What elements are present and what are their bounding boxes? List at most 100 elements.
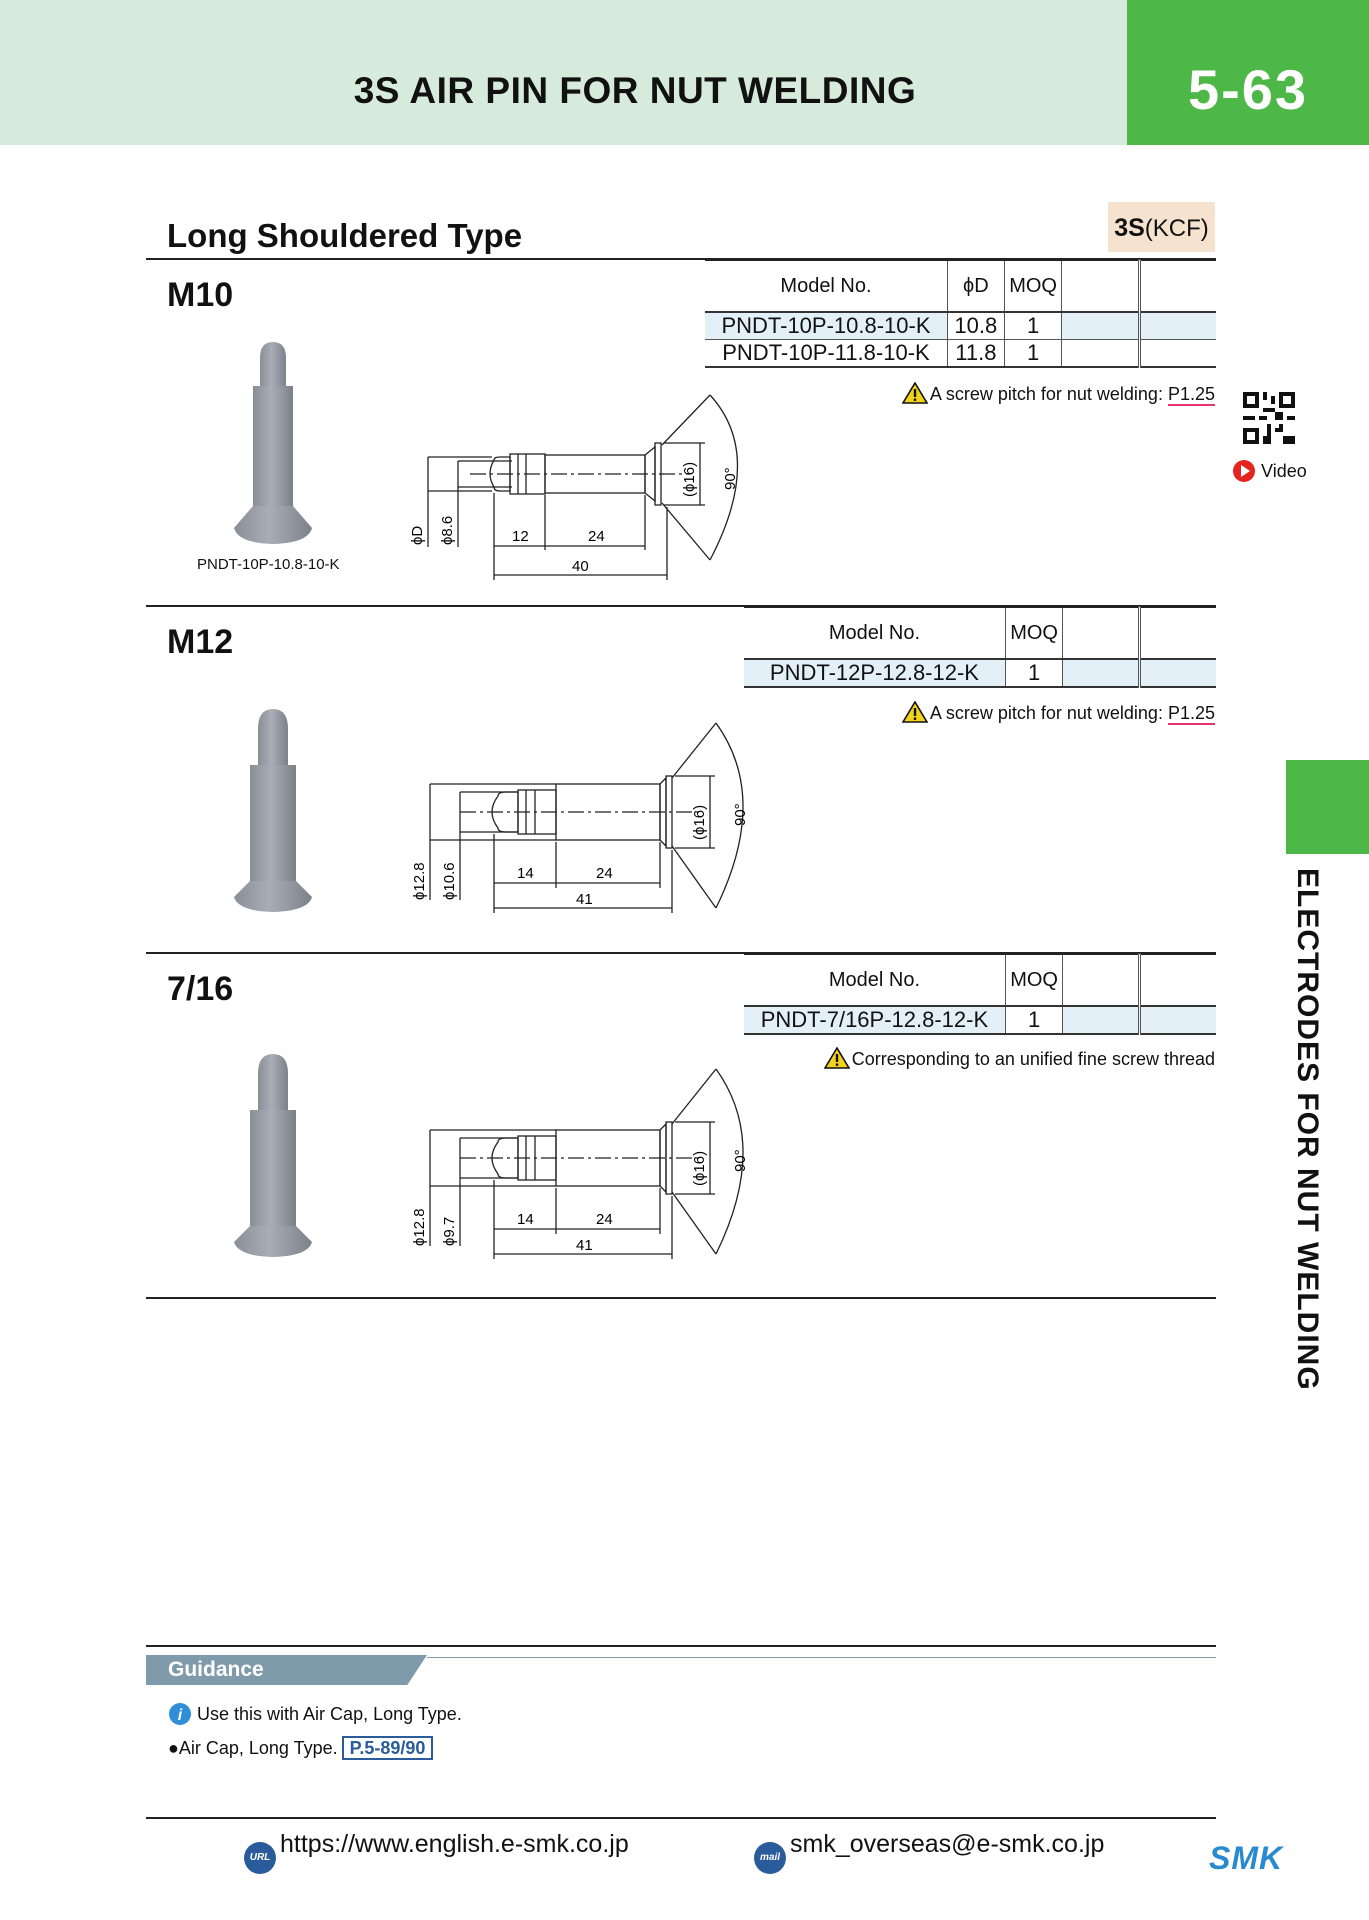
page-number: 5-63 bbox=[1127, 0, 1369, 145]
col-blank-1 bbox=[1062, 953, 1142, 1006]
smk-logo: SMK bbox=[1209, 1840, 1284, 1876]
page-reference-link[interactable]: P.5-89/90 bbox=[341, 1736, 434, 1760]
email-text: smk_overseas@e-smk.co.jp bbox=[790, 1830, 1105, 1858]
dim-len2: 24 bbox=[596, 1211, 613, 1228]
dim-flange: (ϕ16) bbox=[691, 1151, 708, 1186]
col-model: Model No. bbox=[705, 259, 948, 312]
note-text: Corresponding to an unified fine screw t… bbox=[851, 1049, 1215, 1069]
url-text: https://www.english.e-smk.co.jp bbox=[280, 1830, 629, 1858]
cell-blank bbox=[1061, 311, 1141, 340]
dim-angle: 90° bbox=[732, 803, 749, 826]
play-icon bbox=[1233, 460, 1255, 482]
table-row: PNDT-10P-10.8-10-K 10.8 1 bbox=[705, 311, 1216, 340]
dim-d2: ϕ10.6 bbox=[441, 862, 458, 900]
col-blank-1 bbox=[1062, 606, 1142, 659]
product-photo-m12 bbox=[234, 709, 312, 912]
col-moq: MOQ bbox=[1005, 953, 1064, 1006]
cell-model: PNDT-12P-12.8-12-K bbox=[744, 658, 1006, 688]
cell-blank bbox=[1062, 1005, 1142, 1035]
dim-len2: 24 bbox=[596, 865, 613, 882]
cell-model: PNDT-10P-11.8-10-K bbox=[705, 339, 948, 368]
guidance-line2: ●Air Cap, Long Type. bbox=[168, 1738, 338, 1758]
col-blank-2 bbox=[1139, 953, 1216, 1006]
col-d: ϕD bbox=[947, 259, 1005, 312]
dim-d1: ϕ12.8 bbox=[411, 862, 428, 900]
warning-icon bbox=[823, 1047, 850, 1069]
dimension-drawing-7-16: ϕ12.8 ϕ9.7 14 24 41 (ϕ16) 90° bbox=[411, 1068, 749, 1259]
note-text: A screw pitch for nut welding: bbox=[929, 384, 1168, 404]
photo-caption: PNDT-10P-10.8-10-K bbox=[197, 556, 340, 573]
col-blank-2 bbox=[1139, 606, 1216, 659]
spec-table-7-16: Model No. MOQ PNDT-7/16P-12.8-12-K 1 bbox=[744, 953, 1216, 1035]
spec-table-m10: Model No. ϕD MOQ PNDT-10P-10.8-10-K 10.8… bbox=[705, 259, 1216, 368]
dim-len1: 14 bbox=[517, 1211, 534, 1228]
warning-icon bbox=[901, 701, 928, 723]
cell-d: 11.8 bbox=[947, 339, 1005, 368]
cell-blank bbox=[1139, 658, 1216, 688]
dim-d1: ϕ12.8 bbox=[411, 1208, 428, 1246]
dim-total: 41 bbox=[576, 1237, 593, 1254]
guidance-title: Guidance bbox=[146, 1655, 427, 1685]
series-badge: 3S(KCF) bbox=[1108, 202, 1215, 252]
product-photo-7-16 bbox=[234, 1054, 312, 1257]
dim-d1: ϕD bbox=[409, 526, 426, 545]
group-divider bbox=[146, 605, 1216, 607]
section-rule bbox=[146, 258, 1216, 260]
guidance-thin-rule bbox=[427, 1657, 1216, 1658]
cell-moq: 1 bbox=[1004, 339, 1063, 368]
guidance-note: i Use this with Air Cap, Long Type. bbox=[168, 1702, 462, 1726]
group-title-m12: M12 bbox=[167, 623, 234, 661]
cell-model: PNDT-7/16P-12.8-12-K bbox=[744, 1005, 1006, 1035]
dim-angle: 90° bbox=[732, 1149, 749, 1172]
group-divider bbox=[146, 952, 1216, 954]
table-row: PNDT-12P-12.8-12-K 1 bbox=[744, 658, 1216, 688]
cell-moq: 1 bbox=[1005, 1005, 1064, 1035]
table-row: PNDT-10P-11.8-10-K 11.8 1 bbox=[705, 339, 1216, 368]
side-tab-marker bbox=[1286, 760, 1369, 854]
spec-table-m12: Model No. MOQ PNDT-12P-12.8-12-K 1 bbox=[744, 606, 1216, 688]
badge-sub: (KCF) bbox=[1144, 215, 1209, 242]
info-icon: i bbox=[169, 1703, 191, 1725]
dim-len1: 14 bbox=[517, 865, 534, 882]
cell-blank bbox=[1139, 339, 1216, 368]
dim-total: 40 bbox=[572, 558, 589, 575]
pitch-note-m10: A screw pitch for nut welding: P1.25 bbox=[901, 382, 1215, 406]
group-title-m10: M10 bbox=[167, 276, 234, 314]
footer-rule bbox=[146, 1817, 1216, 1819]
dim-d2: ϕ9.7 bbox=[441, 1217, 458, 1246]
dim-flange: (ϕ16) bbox=[691, 805, 708, 840]
dim-d2: ϕ8.6 bbox=[439, 516, 456, 545]
cell-moq: 1 bbox=[1004, 311, 1063, 340]
warning-icon bbox=[901, 382, 928, 404]
note-pitch: P1.25 bbox=[1167, 384, 1215, 406]
cell-blank bbox=[1139, 1005, 1216, 1035]
email-icon: mail bbox=[754, 1842, 786, 1874]
qr-code-icon[interactable] bbox=[1243, 392, 1295, 444]
guidance-rule bbox=[146, 1645, 1216, 1647]
cell-moq: 1 bbox=[1005, 658, 1064, 688]
col-blank-2 bbox=[1139, 259, 1216, 312]
cell-d: 10.8 bbox=[947, 311, 1005, 340]
url-icon: URL bbox=[244, 1842, 276, 1874]
dim-len1: 12 bbox=[512, 528, 529, 545]
cell-blank bbox=[1062, 658, 1142, 688]
col-moq: MOQ bbox=[1005, 606, 1064, 659]
badge-main: 3S bbox=[1114, 214, 1145, 242]
dimension-drawing-m12: ϕ12.8 ϕ10.6 14 24 41 (ϕ16) 90° bbox=[411, 722, 749, 913]
note-pitch: P1.25 bbox=[1167, 703, 1215, 725]
dim-len2: 24 bbox=[588, 528, 605, 545]
header-band bbox=[0, 0, 1127, 145]
guidance-line1: Use this with Air Cap, Long Type. bbox=[197, 1704, 462, 1724]
thread-note-7-16: Corresponding to an unified fine screw t… bbox=[823, 1047, 1215, 1070]
side-category-label: ELECTRODES FOR NUT WELDING bbox=[1291, 868, 1324, 1391]
group-divider bbox=[146, 1297, 1216, 1299]
video-link[interactable]: Video bbox=[1232, 459, 1307, 483]
section-title: Long Shouldered Type bbox=[167, 217, 523, 254]
col-model: Model No. bbox=[744, 606, 1006, 659]
note-text: A screw pitch for nut welding: bbox=[929, 703, 1168, 723]
page-title: 3S AIR PIN FOR NUT WELDING bbox=[353, 70, 917, 111]
col-moq: MOQ bbox=[1004, 259, 1063, 312]
guidance-reference: ●Air Cap, Long Type.P.5-89/90 bbox=[168, 1736, 434, 1760]
